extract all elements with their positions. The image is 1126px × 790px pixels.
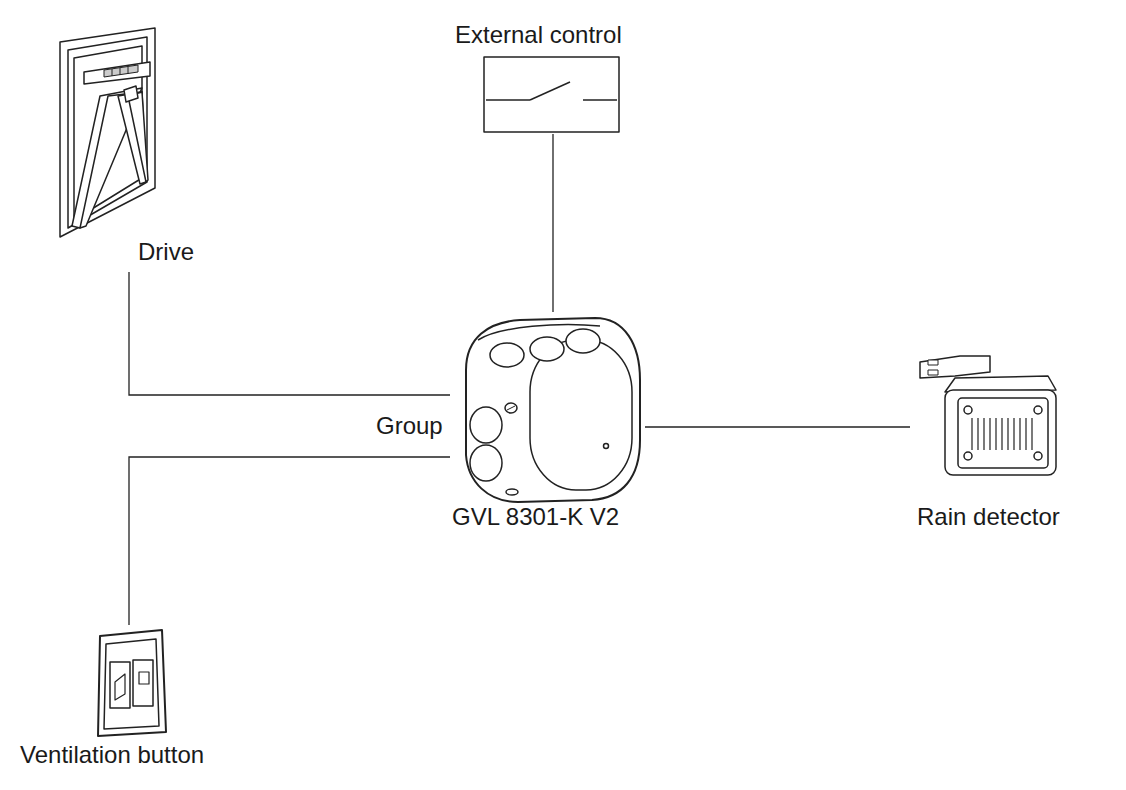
window-illustration [60,28,155,237]
groove [1007,418,1008,450]
wire [129,272,450,395]
wire [552,134,553,312]
controller-box: GVL 8301-K V2 [450,312,645,540]
switch-symbol [484,57,619,132]
node-label: External control [455,20,622,49]
external-control-box: External control [450,18,650,134]
group-label: Group [374,411,445,440]
rain-detector-box: Rain detector [910,350,1088,535]
groove [1001,418,1002,450]
groove [989,418,990,450]
groove [1031,418,1032,450]
drive-box: Drive [55,25,205,272]
groove [1013,418,1014,450]
groove [983,418,984,450]
groove [971,418,972,450]
groove [1019,418,1020,450]
groove [977,418,978,450]
node-label: Ventilation button [20,740,204,769]
button-illustration [98,630,166,736]
wire [129,457,450,625]
node-label: GVL 8301-K V2 [452,502,619,531]
groove [1025,418,1026,450]
node-label: Drive [138,237,194,266]
rain-detector-illustration [920,356,1056,475]
controller-device [466,318,640,502]
groove [995,418,996,450]
wire [645,426,910,427]
node-label: Rain detector [917,502,1060,531]
button-box: Ventilation button [15,625,245,777]
